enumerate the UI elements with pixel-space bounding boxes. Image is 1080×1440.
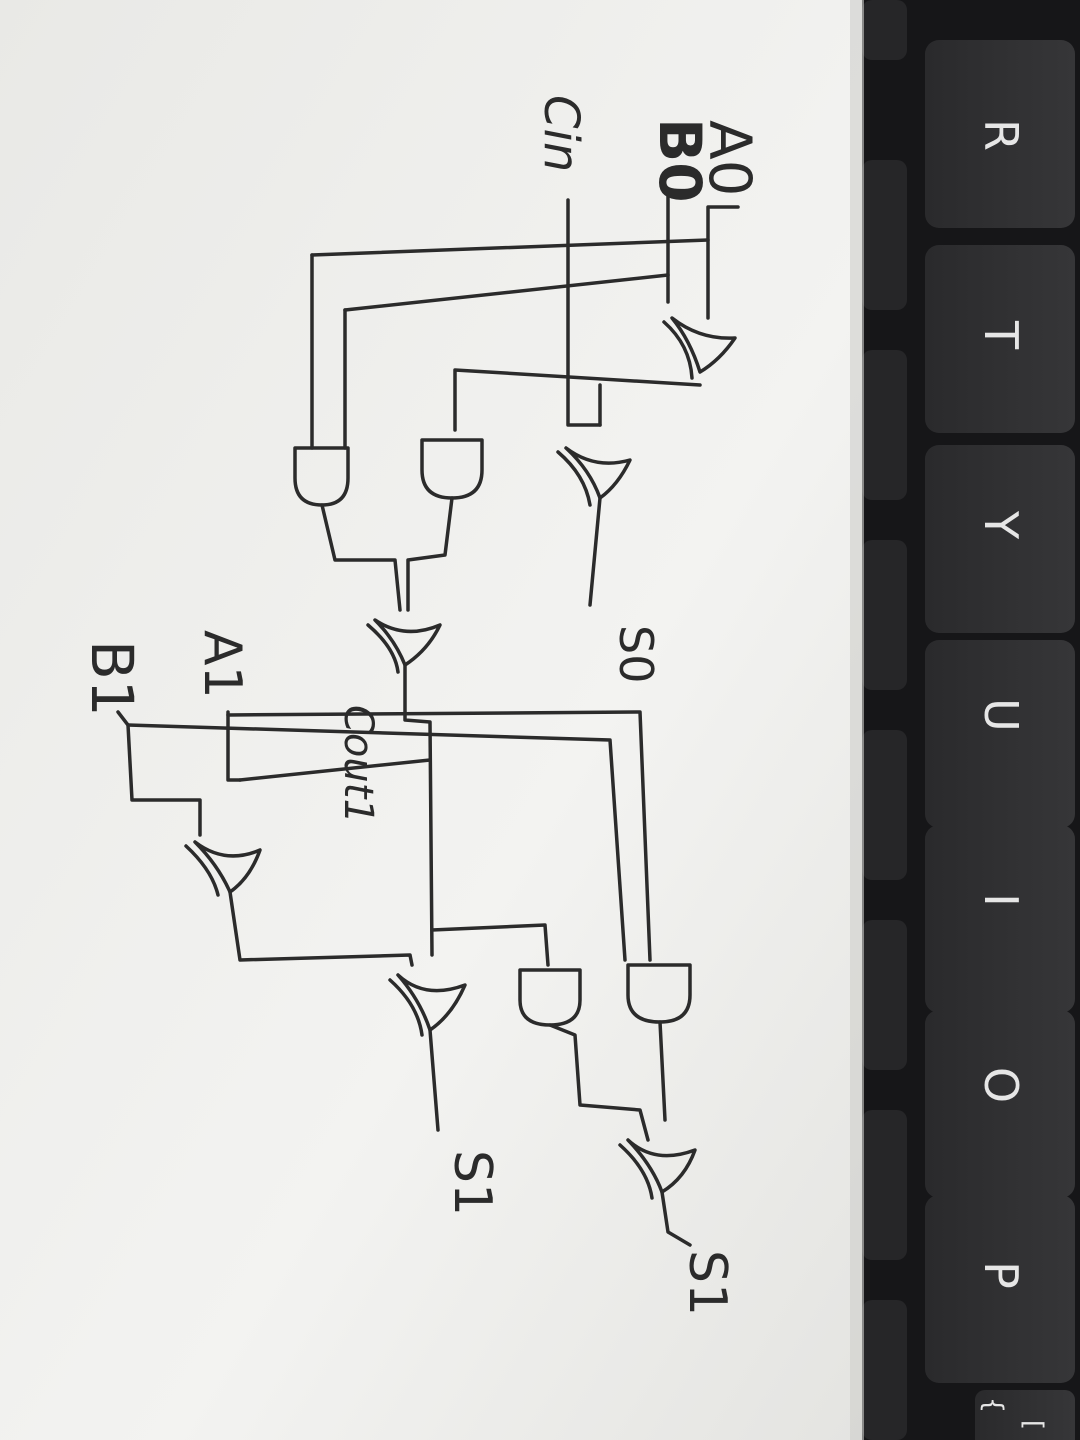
key-t [925,245,1075,433]
key-u [925,640,1075,828]
key-label: P [974,1261,1028,1289]
wire-a1 [226,710,242,782]
key-partial [862,0,907,60]
label-s1-mid: S1 [442,1150,502,1216]
xor-gate-1 [662,316,737,380]
xor-gate-4 [388,973,467,1037]
wire-and-c-out [548,1023,650,1142]
wire-and-b-out [406,496,454,612]
key-r [925,40,1075,228]
wire-s1-a [428,1028,440,1132]
schematic-labels: A0 B0 Cin A1 B1 S0 S1 S1 Cout1 [78,95,764,1316]
label-b1: B1 [78,640,146,717]
key-partial [862,540,907,690]
key-o [925,1010,1075,1198]
wire-p1-and [430,923,550,967]
wire-p1 [228,890,414,967]
label-a0: A0 [696,120,764,197]
wire-s0 [588,496,602,607]
key-partial [862,350,907,500]
wire-and-a-out [320,503,402,612]
key-partial [862,730,907,880]
wire-s1-b [660,1190,692,1247]
wire-cout1 [403,663,434,957]
label-s0: S0 [609,625,663,683]
or-gate-cout2 [618,1138,697,1200]
label-a1: A1 [192,630,252,699]
key-label: R [974,119,1028,151]
paper-edge-shadow [850,0,864,1440]
label-cout1: Cout1 [335,705,381,824]
wire-a1-long [226,710,652,962]
xor-gate-2 [556,446,632,507]
wire-cout1-branch [238,758,432,782]
key-partial [862,160,907,310]
wire-b0-branch [343,273,670,312]
key-label: I [974,893,1028,907]
key-bracket [975,1390,1075,1440]
key-label: O [974,1067,1028,1103]
keyboard-key-labels: R T Y U I O P { [ [974,119,1048,1430]
wire-and-d-out [658,1020,667,1122]
xor-gate-3 [184,840,262,897]
label-s1-right: S1 [677,1250,737,1316]
key-label: U [974,698,1028,732]
key-p [925,1195,1075,1383]
key-y [925,445,1075,633]
wire-b1-long [126,723,627,962]
key-label: [ [1018,1420,1048,1430]
wire-b1 [116,710,202,837]
wire-cin [566,198,602,427]
or-gate-cout [366,618,442,674]
key-i [925,825,1075,1013]
key-partial [862,1300,907,1440]
wire-a0 [706,205,740,320]
circuit-schematic [116,190,740,1247]
key-label: { [978,1397,1008,1414]
key-label: Y [974,510,1028,540]
wire-p0 [453,368,702,432]
label-cin: Cin [533,95,589,172]
key-partial [862,1110,907,1260]
wire-a0-branch [310,238,710,257]
label-b0: B0 [646,118,714,203]
key-label: T [974,320,1028,350]
key-partial [862,920,907,1070]
keyboard-keys [862,0,1075,1440]
paper-sheet [0,0,862,1440]
